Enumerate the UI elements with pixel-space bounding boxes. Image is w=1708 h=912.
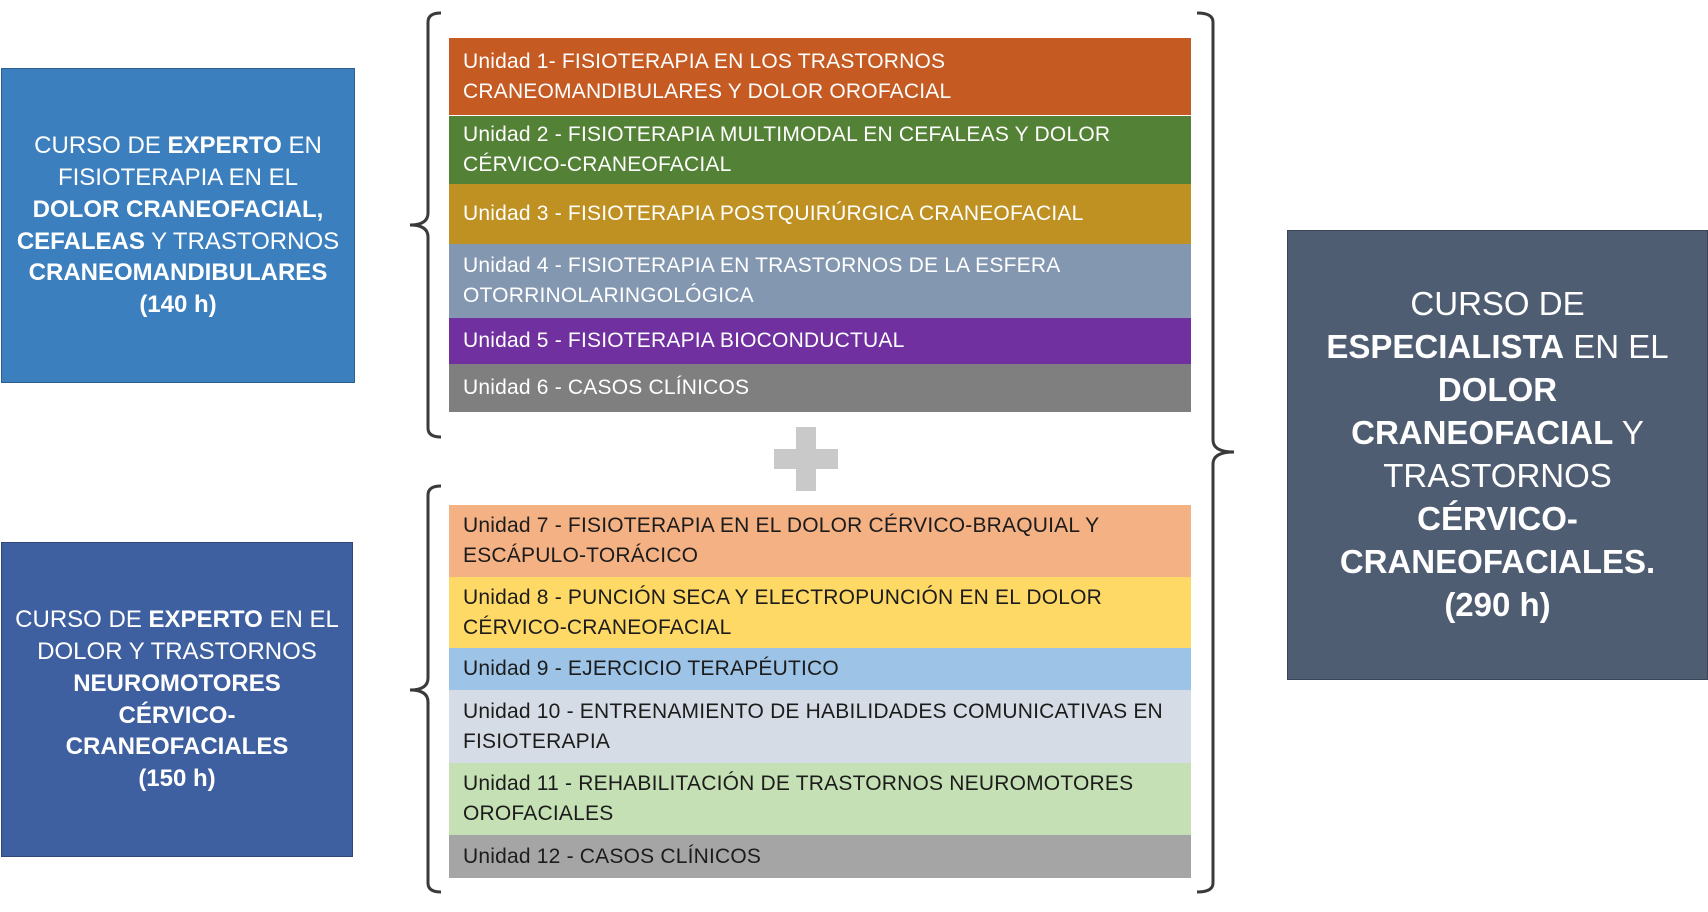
unit-6-bar: Unidad 6 - CASOS CLÍNICOS xyxy=(449,364,1191,412)
unit-11-label: Unidad 11 - REHABILITACIÓN DE TRASTORNOS… xyxy=(463,772,1134,825)
left-bracket-bottom xyxy=(409,484,442,894)
unit-12-label: Unidad 12 - CASOS CLÍNICOS xyxy=(463,844,762,868)
specialist-course-text-part: Y TRASTORNOS xyxy=(1383,414,1644,494)
expert-course-1-text-part: CRANEOMANDIBULARES xyxy=(28,259,328,287)
specialist-course-text-part: (290 h) xyxy=(1444,585,1551,623)
unit-3-bar: Unidad 3 - FISIOTERAPIA POSTQUIRÚRGICA C… xyxy=(449,184,1191,244)
unit-9-bar: Unidad 9 - EJERCICIO TERAPÉUTICO xyxy=(449,648,1191,690)
unit-12-bar: Unidad 12 - CASOS CLÍNICOS xyxy=(449,835,1191,878)
unit-10-bar: Unidad 10 - ENTRENAMIENTO DE HABILIDADES… xyxy=(449,690,1191,763)
unit-7-bar: Unidad 7 - FISIOTERAPIA EN EL DOLOR CÉRV… xyxy=(449,505,1191,577)
unit-6-label: Unidad 6 - CASOS CLÍNICOS xyxy=(463,376,750,399)
unit-1-label: Unidad 1- FISIOTERAPIA EN LOS TRASTORNOS… xyxy=(463,49,952,103)
expert-course-neuromotor-box: CURSO DE EXPERTO EN EL DOLOR Y TRASTORNO… xyxy=(1,542,353,857)
expert-course-1-text-part: DOLOR CRANEOFACIAL, CEFALEAS xyxy=(16,195,324,255)
unit-5-bar: Unidad 5 - FISIOTERAPIA BIOCONDUCTUAL xyxy=(449,318,1191,364)
unit-9-label: Unidad 9 - EJERCICIO TERAPÉUTICO xyxy=(463,657,839,680)
plus-icon xyxy=(774,427,838,491)
unit-11-bar: Unidad 11 - REHABILITACIÓN DE TRASTORNOS… xyxy=(449,763,1191,835)
specialist-course-text-part: DOLOR CRANEOFACIAL xyxy=(1351,371,1614,452)
unit-4-label: Unidad 4 - FISIOTERAPIA EN TRASTORNOS DE… xyxy=(463,254,1060,307)
expert-course-neuromotor-title: CURSO DE EXPERTO EN EL DOLOR Y TRASTORNO… xyxy=(12,604,342,794)
expert-course-1-text-part: EN FISIOTERAPIA EN EL xyxy=(57,132,322,192)
expert-course-1-text-part: EXPERTO xyxy=(167,132,282,160)
expert-course-2-text-part: CURSO DE xyxy=(15,606,149,634)
right-bracket xyxy=(1196,11,1235,894)
expert-course-2-text-part: (150 h) xyxy=(138,764,216,792)
specialist-course-text-part: CURSO DE xyxy=(1410,285,1585,323)
expert-course-craneofacial-box: CURSO DE EXPERTO EN FISIOTERAPIA EN EL D… xyxy=(1,68,355,383)
unit-2-bar: Unidad 2 - FISIOTERAPIA MULTIMODAL EN CE… xyxy=(449,116,1191,184)
specialist-course-text-part: EN EL xyxy=(1564,328,1669,366)
expert-course-craneofacial-title: CURSO DE EXPERTO EN FISIOTERAPIA EN EL D… xyxy=(16,130,340,320)
unit-4-bar: Unidad 4 - FISIOTERAPIA EN TRASTORNOS DE… xyxy=(449,244,1191,318)
unit-2-label: Unidad 2 - FISIOTERAPIA MULTIMODAL EN CE… xyxy=(463,123,1111,176)
unit-10-label: Unidad 10 - ENTRENAMIENTO DE HABILIDADES… xyxy=(463,699,1163,753)
expert-course-2-text-part: EXPERTO xyxy=(148,606,263,634)
expert-course-2-text-part: NEUROMOTORES CÉRVICO-CRANEOFACIALES xyxy=(65,669,289,761)
specialist-course-title: CURSO DE ESPECIALISTA EN EL DOLOR CRANEO… xyxy=(1308,283,1687,626)
unit-7-label: Unidad 7 - FISIOTERAPIA EN EL DOLOR CÉRV… xyxy=(463,514,1099,567)
unit-5-label: Unidad 5 - FISIOTERAPIA BIOCONDUCTUAL xyxy=(463,329,905,352)
expert-course-2-text-part: EN EL DOLOR Y TRASTORNOS xyxy=(37,606,339,666)
specialist-course-text-part: ESPECIALISTA xyxy=(1326,328,1565,366)
unit-3-label: Unidad 3 - FISIOTERAPIA POSTQUIRÚRGICA C… xyxy=(463,202,1084,225)
specialist-course-text-part: CÉRVICO-CRANEOFACIALES. xyxy=(1339,499,1656,580)
left-bracket-top xyxy=(409,11,442,439)
unit-1-bar: Unidad 1- FISIOTERAPIA EN LOS TRASTORNOS… xyxy=(449,38,1191,115)
expert-course-1-text-part: (140 h) xyxy=(139,290,217,318)
expert-course-1-text-part: CURSO DE xyxy=(34,132,168,160)
expert-course-1-text-part: Y TRASTORNOS xyxy=(144,227,340,255)
unit-8-bar: Unidad 8 - PUNCIÓN SECA Y ELECTROPUNCIÓN… xyxy=(449,577,1191,648)
unit-8-label: Unidad 8 - PUNCIÓN SECA Y ELECTROPUNCIÓN… xyxy=(463,585,1103,639)
specialist-course-box: CURSO DE ESPECIALISTA EN EL DOLOR CRANEO… xyxy=(1287,230,1708,680)
